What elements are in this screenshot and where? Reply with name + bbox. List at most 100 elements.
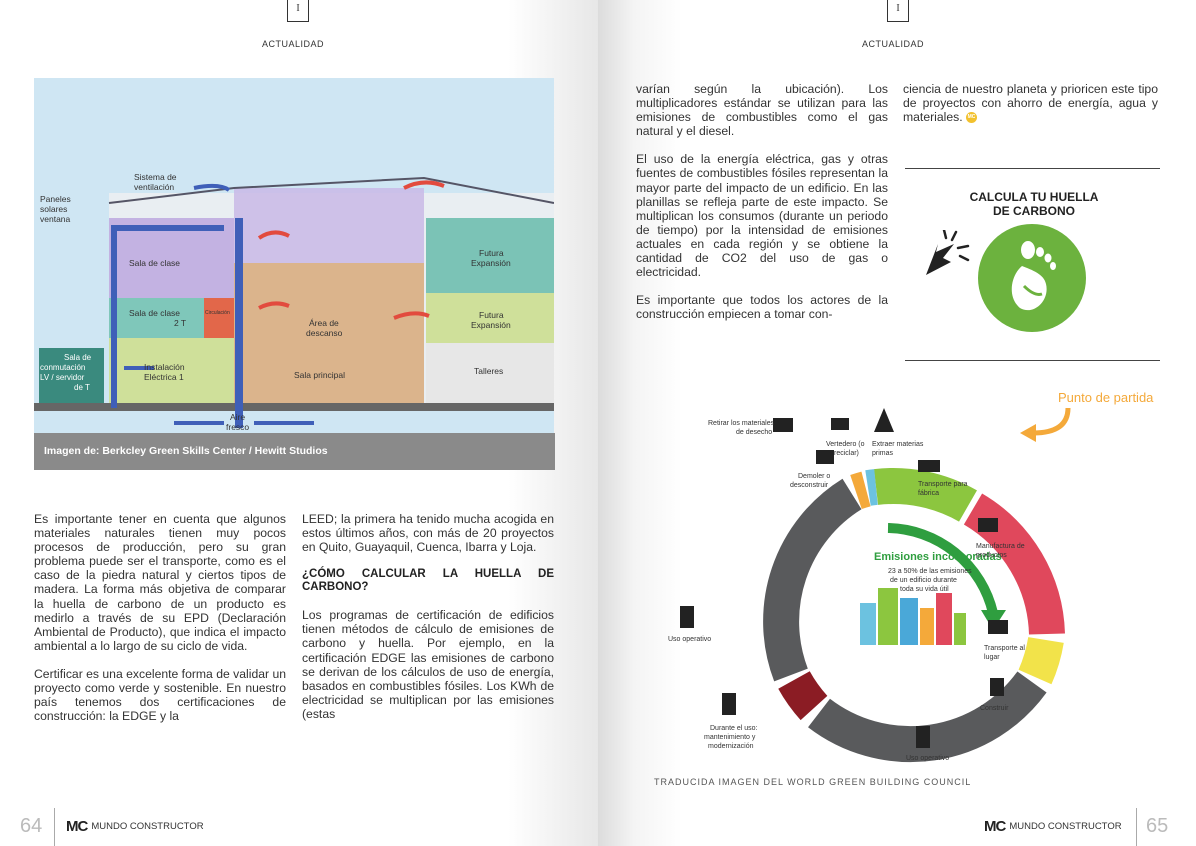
label-extract: Extraer materias [872, 441, 924, 448]
rest-area [234, 263, 424, 403]
page-number: 65 [1146, 815, 1169, 837]
transport-truck-icon [918, 460, 940, 472]
paragraph: varían según la ubicación). Los multipli… [636, 82, 888, 139]
brand-mark: MC MUNDO CONSTRUCTOR [66, 818, 204, 835]
section-title: ACTUALIDAD [862, 39, 925, 49]
label-ventilation: Sistema de [134, 172, 177, 182]
switch-room [39, 348, 104, 403]
paragraph: LEED; la primera ha tenido mucha acogida… [302, 512, 554, 555]
circulation [204, 298, 234, 338]
brand-logo: MC [984, 818, 1006, 835]
figure-caption: Imagen de: Berkcley Green Skills Center … [34, 433, 555, 470]
section-mark: I [287, 0, 309, 22]
label-future2: Futura [479, 310, 504, 320]
label-fresh-air: fresco [226, 422, 249, 432]
label-switch-room: LV / servidor [40, 373, 85, 382]
label-transport-factory: fábrica [918, 490, 939, 497]
building-icon [680, 606, 694, 628]
center-text: 23 a 50% de las emisiones [888, 568, 972, 575]
label-maintenance: mantenimiento y [704, 734, 756, 741]
subheading: ¿CÓMO CALCULAR LA HUELLA DE CARBONO? [302, 568, 554, 594]
label-rest: descanso [306, 328, 343, 338]
start-arrowhead [1020, 424, 1036, 442]
bulldozer-icon [831, 418, 849, 430]
center-text: toda su vida útil [900, 586, 949, 593]
label-waste: de desecho [736, 429, 772, 436]
future-expansion-2 [426, 293, 554, 343]
end-mark: MC [966, 112, 977, 124]
label-workshops: Talleres [474, 366, 503, 376]
label-operational-left: Uso operativo [668, 636, 711, 643]
city-illustration [860, 588, 966, 645]
upper-hall [234, 188, 424, 263]
label-operational-bottom: Uso operativo [906, 755, 949, 762]
label-solar: ventana [40, 214, 71, 224]
label-landfill: Vertedero (o [826, 441, 865, 448]
center-title: Emisiones incorporadas [874, 551, 1002, 563]
building-section-figure: Sistema de ventilación Paneles solares v… [34, 78, 554, 433]
paragraph: Los programas de certificación de edific… [302, 608, 554, 721]
paragraph: Es importante que todos los actores de l… [636, 293, 888, 322]
column-1: Es importante tener en cuenta que alguno… [34, 512, 286, 737]
exhaust-arrow [257, 230, 290, 240]
floor-slab [34, 403, 554, 411]
label-switch-room: conmutación [40, 363, 85, 372]
lifecycle-icons [680, 408, 1008, 748]
label-fresh-air: Aire [230, 412, 245, 422]
label-electrical: Eléctrica 1 [144, 372, 184, 382]
ring-segment-grey-bottom [808, 671, 1047, 763]
label-ventilation: ventilación [134, 182, 174, 192]
label-future1: Futura [479, 248, 504, 258]
section-mark: I [887, 0, 909, 22]
exhaust-arrow [403, 180, 445, 190]
label-class1: Sala de clase [129, 258, 180, 268]
paragraph-text: ciencia de nuestro planeta y prioricen e… [903, 82, 1158, 125]
column-1: varían según la ubicación). Los multipli… [636, 82, 888, 335]
mixer-truck-icon [988, 620, 1008, 634]
building-icon [916, 726, 930, 748]
label-future1: Expansión [471, 258, 511, 268]
label-maintenance: Durante el uso: [710, 725, 758, 732]
ventilation-duct [111, 225, 224, 408]
embodied-arrow [887, 523, 998, 615]
ring-segment-orange [850, 471, 871, 510]
building-icon [722, 693, 736, 715]
brand-mark: MC MUNDO CONSTRUCTOR [984, 818, 1122, 835]
column-2: ciencia de nuestro planeta y prioricen e… [903, 82, 1158, 138]
label-transport-factory: Transporte para [918, 481, 968, 488]
ventilation-arrow [193, 183, 231, 192]
label-waste: Retirar los materiales [708, 420, 775, 427]
ring-segment-darkred [778, 670, 828, 721]
sidebar-title-line: DE CARBONO [992, 204, 1075, 218]
page-number: 64 [20, 815, 43, 837]
lifecycle-infographic: Punto de partida Emisiones incorporadas … [668, 390, 1154, 763]
future-expansion-1 [426, 218, 554, 293]
label-demolish: Demoler o [798, 473, 830, 480]
label-class2: 2 T [174, 318, 186, 328]
section-title: ACTUALIDAD [262, 39, 325, 49]
label-landfill: reciclar) [834, 450, 859, 457]
brand-name: MUNDO CONSTRUCTOR [91, 821, 204, 832]
label-manufacture: Manufactura de [976, 543, 1025, 550]
electrical-room [109, 338, 234, 403]
label-main-hall: Sala principal [294, 370, 345, 380]
infographic-caption: TRADUCIDA IMAGEN DEL WORLD GREEN BUILDIN… [654, 777, 972, 787]
crane-icon [990, 678, 1004, 696]
exhaust-arrow [258, 301, 290, 310]
paragraph: ciencia de nuestro planeta y prioricen e… [903, 82, 1158, 124]
label-circulation: Circulación [205, 310, 230, 316]
paragraph: Es importante tener en cuenta que alguno… [34, 512, 286, 653]
footprint-icon [978, 224, 1086, 332]
label-class2: Sala de clase [129, 308, 180, 318]
label-manufacture: productos [976, 552, 1007, 559]
sidebar-title: CALCULA TU HUELLA DE CARBONO [949, 190, 1119, 218]
label-build: Construir [980, 705, 1009, 712]
brand-logo: MC [66, 818, 88, 835]
label-maintenance: modernización [708, 743, 754, 750]
label-solar: Paneles [40, 194, 71, 204]
sidebar-top-rule [905, 168, 1160, 169]
sidebar-title-line: CALCULA TU HUELLA [969, 190, 1099, 204]
label-demolish: desconstruir [790, 482, 829, 489]
center-text: de un edificio durante [890, 577, 957, 584]
class-room-2 [109, 298, 204, 338]
